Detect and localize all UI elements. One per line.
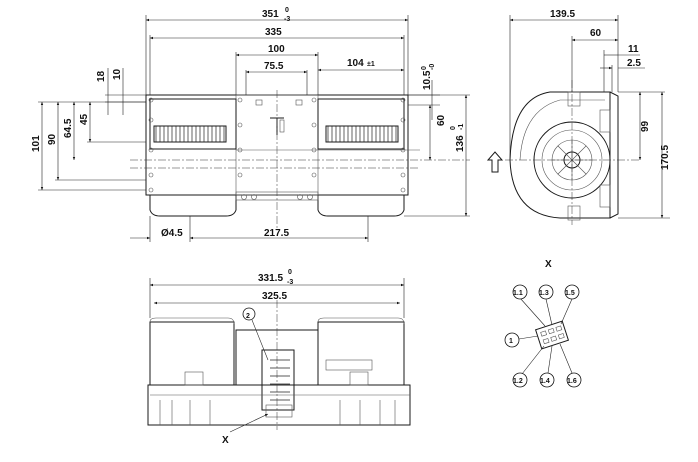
front-view: 331.5 0 -3 325.5 2 X — [147, 269, 411, 446]
dim-99: 99 — [640, 120, 651, 132]
connector-title: X — [545, 259, 552, 270]
pin-1-1: 1.1 — [513, 290, 523, 297]
dim-18: 18 — [96, 70, 107, 82]
dim-104-tol: ±1 — [367, 61, 375, 68]
side-view: 139.5 60 11 2.5 99 170.5 — [486, 9, 671, 225]
right-housing — [317, 321, 405, 386]
dim-2-5: 2.5 — [627, 58, 641, 69]
callout-2 — [242, 307, 256, 321]
dim-217-5: 217.5 — [264, 228, 289, 239]
pin-1-5-bubble — [564, 284, 580, 300]
pin-1-5: 1.5 — [565, 290, 575, 297]
dim-136-tol-upper: 0 — [450, 126, 457, 130]
rotation-arrow-icon — [486, 151, 504, 173]
dim-100: 100 — [268, 44, 285, 55]
dim-331-5-tol-upper: 0 — [288, 269, 292, 276]
pin-1-3: 1.3 — [539, 290, 549, 297]
pin-1-2: 1.2 — [513, 378, 523, 385]
dim-335: 335 — [265, 27, 282, 38]
pin-1-6-bubble — [566, 372, 582, 388]
dim-10-5: 10.5 — [422, 70, 433, 90]
dim-75-5: 75.5 — [264, 61, 284, 72]
connector-view: X 1.1 1.3 1.5 1 1.2 1.4 1. — [504, 259, 582, 388]
dim-136: 136 — [455, 135, 466, 152]
dim-45: 45 — [79, 113, 90, 125]
dim-90: 90 — [47, 133, 58, 145]
pin-1-4-bubble — [539, 372, 555, 388]
callout-2-label: 2 — [246, 313, 250, 320]
dim-136-tol-lower: -1 — [458, 124, 465, 130]
dim-351-tol-upper: 0 — [285, 7, 289, 14]
dim-101: 101 — [31, 135, 42, 152]
pin-1-3-bubble — [538, 284, 554, 300]
pin-1-2-bubble — [512, 372, 528, 388]
top-view: 351 0 -3 335 100 75.5 104 ±1 10.5 0 -0 — [31, 7, 470, 242]
pin-1-4: 1.4 — [540, 378, 550, 385]
dim-331-5-tol-lower: -3 — [287, 279, 293, 286]
dim-10-5-tol-lower: -0 — [429, 64, 436, 70]
dim-325-5: 325.5 — [262, 291, 287, 302]
left-housing — [149, 321, 235, 386]
dim-11: 11 — [628, 44, 639, 55]
dim-64-5: 64.5 — [63, 118, 74, 138]
connector-body — [534, 320, 570, 350]
dim-351: 351 — [262, 9, 279, 20]
dim-104: 104 — [347, 58, 364, 69]
right-scroll — [317, 98, 405, 217]
dim-10-5-tol-upper: 0 — [421, 66, 428, 70]
dim-60-side: 60 — [590, 28, 602, 39]
dim-60-top: 60 — [436, 114, 447, 126]
dim-331-5: 331.5 — [258, 273, 283, 284]
dim-hole-dia: Ø4.5 — [161, 228, 183, 239]
pin-1-1-bubble — [512, 284, 528, 300]
dim-170-5: 170.5 — [660, 145, 671, 170]
pin-1-bubble — [504, 332, 520, 348]
dim-10: 10 — [112, 68, 123, 80]
pin-1: 1 — [509, 338, 513, 345]
view-x-label: X — [222, 435, 229, 446]
dim-139-5: 139.5 — [550, 9, 575, 20]
scroll-outline — [509, 91, 611, 219]
pin-1-6: 1.6 — [567, 378, 577, 385]
left-scroll — [149, 98, 237, 217]
dim-351-tol-lower: -3 — [284, 16, 290, 23]
